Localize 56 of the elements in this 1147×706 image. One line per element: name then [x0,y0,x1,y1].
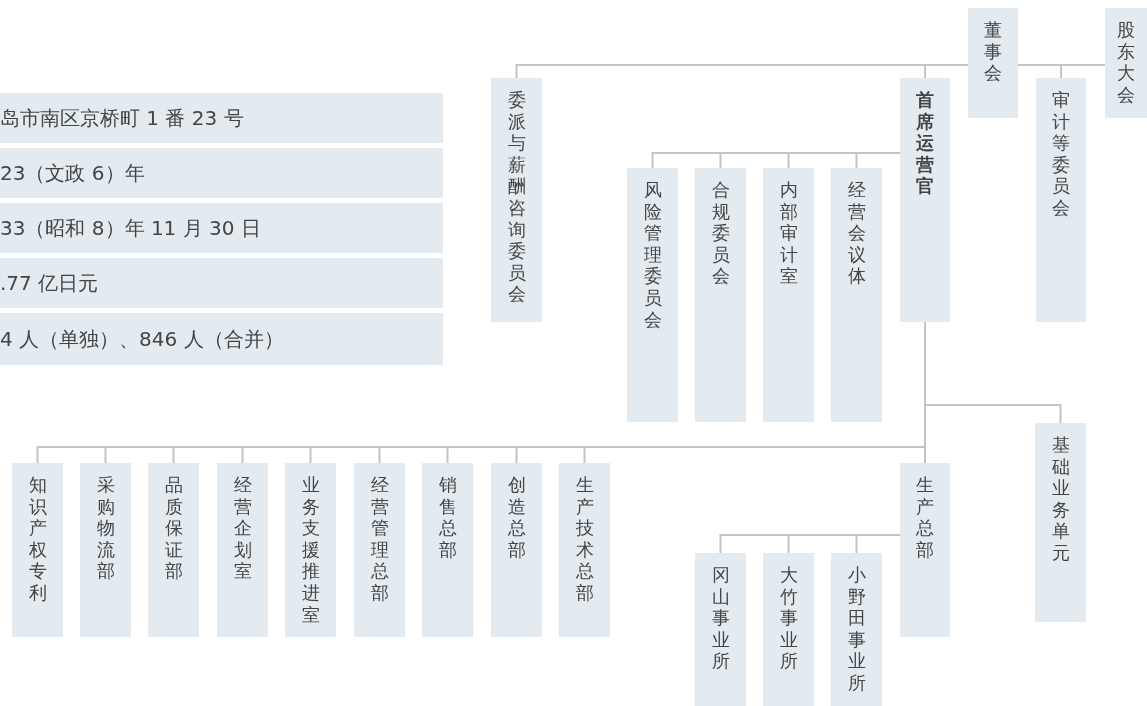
unit-name: 生产技术总部 [575,475,594,605]
org-unit-box [422,463,473,637]
connector-line [855,152,901,169]
org-unit-box [968,8,1018,118]
unit-name: 生产总部 [916,475,934,562]
table-row: 33（昭和 8）年 11 月 30 日 [0,203,443,253]
table-row: 23（文政 6）年 [0,148,443,198]
org-unit-box [900,463,950,637]
table-row: 4 人（单独）、846 人（合并） [0,313,443,365]
org-unit-box [217,463,268,637]
org-unit-box [559,463,610,637]
org-unit-box [831,168,882,422]
unit-name: 经营会议体 [847,180,866,288]
unit-name: 基础业务单元 [1051,435,1070,565]
org-unit-box [12,463,63,637]
unit-name: 业务支援推进室 [301,475,320,627]
unit-name: 小野田事业所 [847,565,866,695]
unit-name: 合规委员会 [711,180,730,288]
org-unit-box [491,463,542,637]
org-unit-box [1035,423,1086,622]
connector-line [924,64,969,79]
unit-name: 品质保证部 [164,475,183,583]
org-unit-box [491,78,542,322]
org-unit-box [695,553,746,706]
unit-name: 董事会 [984,20,1002,85]
org-unit-box [1105,8,1147,118]
unit-name: 知识产权专利 [28,475,47,605]
table-row: .77 亿日元 [0,258,443,308]
unit-name: 风险管理委员会 [643,180,662,332]
unit-name: 审计等委员会 [1052,90,1070,220]
org-unit-box [80,463,131,637]
org-unit-box [831,553,882,706]
unit-name: 股东大会 [1117,20,1135,107]
org-unit-box [285,463,336,637]
unit-name: 经营管理总部 [370,475,389,605]
table-row: 岛市南区京桥町 1 番 23 号 [0,93,443,143]
org-unit-box [354,463,405,637]
unit-name: 大竹事业所 [779,565,798,673]
connector-line [924,321,926,464]
unit-name: 采购物流部 [96,475,115,583]
unit-name: 创造总部 [507,475,526,562]
org-unit-box [900,78,950,322]
unit-name: 经营企划室 [233,475,252,583]
connector-line [855,534,901,554]
unit-name: 内部审计室 [779,180,798,288]
org-unit-box [763,168,814,422]
unit-name: 首席运营官 [916,90,934,198]
unit-name: 冈山事业所 [711,565,730,673]
org-unit-box [695,168,746,422]
org-unit-box [627,168,678,422]
org-unit-box [763,553,814,706]
connector-line [1060,64,1106,79]
org-unit-box [1036,78,1086,322]
org-unit-box [148,463,199,637]
unit-name: 委派与薪酬咨询委员会 [507,90,526,306]
unit-name: 销售总部 [438,475,457,562]
